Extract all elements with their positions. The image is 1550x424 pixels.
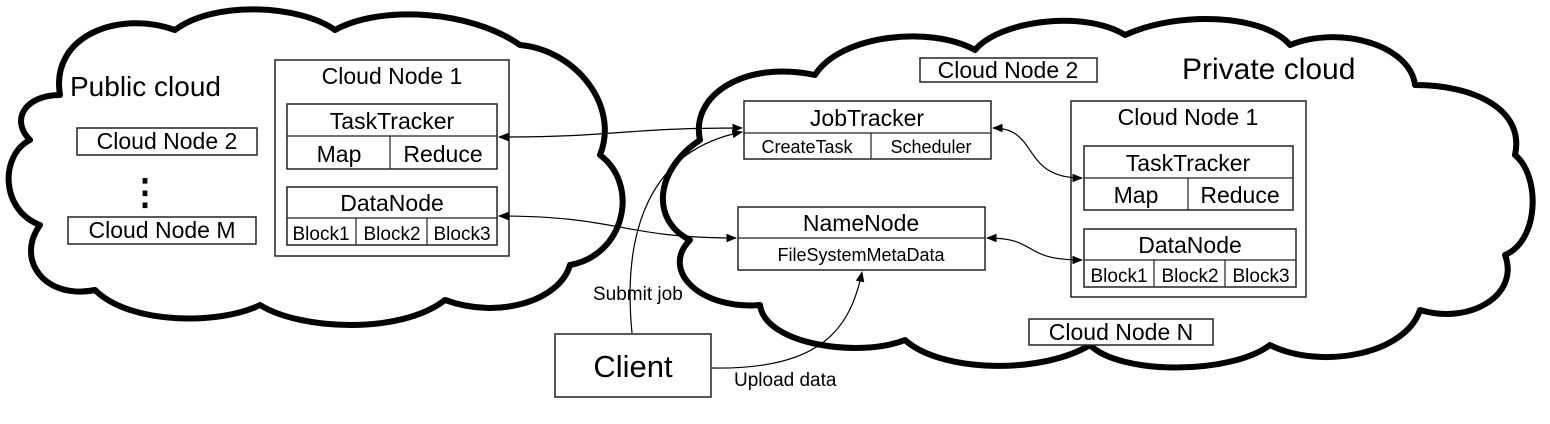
private-datanode-block-2: Block2 (1161, 266, 1218, 287)
private-datanode-title: DataNode (1138, 232, 1242, 258)
public-cloud-node-2-label: Cloud Node 2 (97, 128, 238, 154)
jobtracker-box (743, 100, 992, 160)
jobtracker-create-task: CreateTask (761, 137, 853, 157)
private-tasktracker-map: Map (1114, 182, 1159, 208)
upload-data-connector (711, 270, 865, 369)
private-cloud-node-2-label: Cloud Node 2 (938, 57, 1079, 83)
public-tasktracker-reduce: Reduce (403, 141, 482, 167)
private-datanode-block-1: Block1 (1090, 266, 1147, 287)
private-tasktracker-title: TaskTracker (1126, 150, 1251, 176)
private-tasktracker-reduce: Reduce (1200, 182, 1279, 208)
submit-job-connector (629, 129, 744, 334)
private-cloud-node-1-title: Cloud Node 1 (1118, 104, 1259, 130)
upload-data-label: Upload data (734, 370, 837, 391)
public-tasktracker-jobtracker-link (497, 123, 744, 142)
public-cloud-node-m-box (67, 216, 257, 245)
public-cloud-ellipsis: ⋮ (127, 171, 163, 212)
public-cloud-node-1-title: Cloud Node 1 (322, 63, 463, 89)
private-cloud-title: Private cloud (1182, 53, 1355, 86)
public-datanode-namenode-link (497, 211, 738, 243)
jobtracker-scheduler: Scheduler (890, 137, 971, 157)
public-cloud-node-m-label: Cloud Node M (88, 217, 235, 243)
public-datanode-block-2: Block2 (363, 224, 420, 245)
public-datanode-block-3: Block3 (433, 224, 490, 245)
namenode-title: NameNode (803, 210, 919, 236)
private-cloud-node-n-label: Cloud Node N (1049, 319, 1193, 345)
client-box (554, 333, 712, 398)
private-datanode-box (1083, 228, 1297, 288)
public-cloud-title: Public cloud (70, 71, 221, 102)
private-cloud-node-n-box (1028, 318, 1214, 346)
public-tasktracker-title: TaskTracker (330, 108, 455, 134)
private-datanode-block-3: Block3 (1232, 266, 1289, 287)
public-datanode-title: DataNode (340, 190, 444, 216)
private-cloud-node-2-box (919, 57, 1098, 83)
public-tasktracker-map: Map (317, 141, 362, 167)
public-cloud-node-2-box (76, 127, 258, 156)
jobtracker-private-tasktracker-link (991, 123, 1084, 183)
public-datanode-block-1: Block1 (292, 224, 349, 245)
public-datanode-box (286, 186, 498, 246)
jobtracker-title: JobTracker (810, 105, 925, 131)
client-label: Client (593, 349, 673, 384)
namenode-private-datanode-link (985, 233, 1084, 265)
submit-job-label: Submit job (593, 284, 683, 305)
namenode-metadata: FileSystemMetaData (777, 245, 945, 265)
